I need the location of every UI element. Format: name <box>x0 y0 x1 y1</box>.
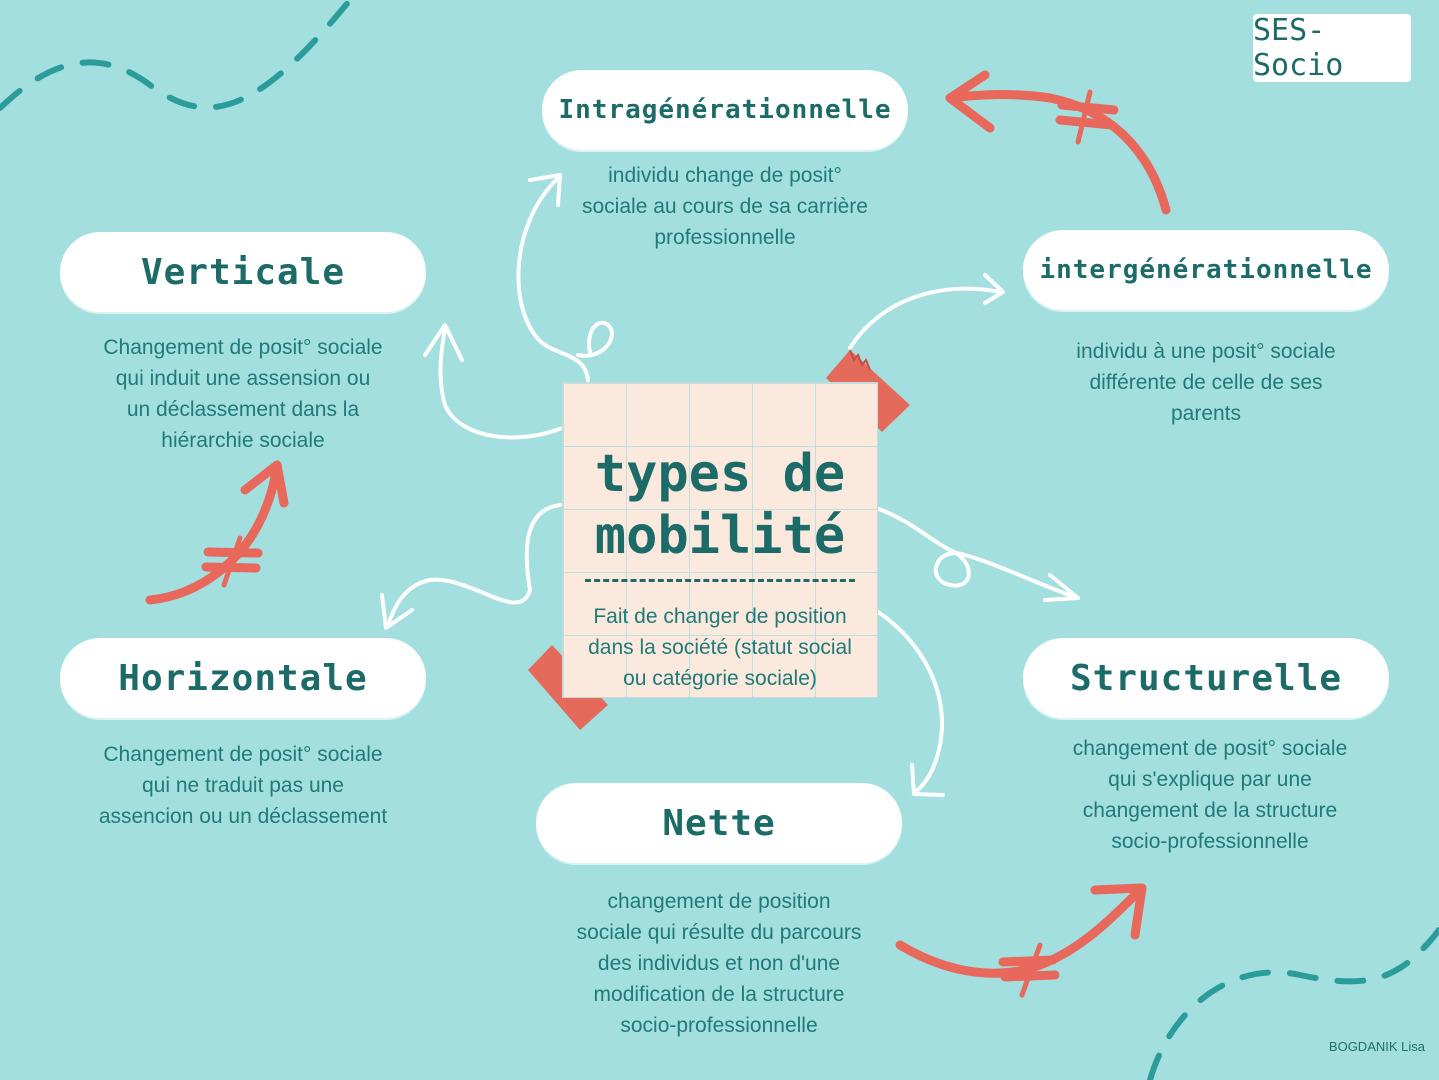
node-structurelle-label: Structurelle <box>1069 657 1343 699</box>
node-intergenerationnelle-label: intergénérationnelle <box>1039 255 1373 285</box>
center-separator <box>585 579 855 582</box>
center-title: types de mobilité <box>594 444 846 566</box>
node-verticale-label: Verticale <box>140 251 346 293</box>
node-horizontale-label: Horizontale <box>118 657 368 699</box>
node-nette: Nette <box>536 783 902 863</box>
arrow-to-verticale <box>438 328 564 440</box>
author-credit: BOGDANIK Lisa <box>1328 1039 1425 1054</box>
node-nette-label: Nette <box>662 802 776 844</box>
arrow-to-intra <box>516 176 590 382</box>
subject-tag: SES-Socio <box>1253 13 1411 83</box>
node-intergenerationnelle-description: individu à une posit° sociale différente… <box>1076 340 1336 425</box>
center-definition: Fait de changer de position dans la soci… <box>588 605 852 690</box>
arrow-to-inter <box>848 286 1002 350</box>
node-horizontale: Horizontale <box>60 638 426 718</box>
node-verticale-description: Changement de posit° sociale qui induit … <box>103 336 383 452</box>
node-intragenerationnelle-label: Intragénérationnelle <box>558 95 892 125</box>
arrow-to-nette <box>876 610 944 794</box>
node-horizontale-description: Changement de posit° sociale qui ne trad… <box>98 743 388 828</box>
red-arrow-horizontale-verticale <box>145 463 281 605</box>
node-structurelle-description: changement de posit° sociale qui s'expli… <box>1072 737 1348 853</box>
node-structurelle: Structurelle <box>1023 638 1389 718</box>
decor-dashed-curve-top <box>0 0 353 111</box>
center-note: types de mobilité Fait de changer de pos… <box>562 382 878 698</box>
arrow-to-structurelle <box>874 506 1077 599</box>
node-intragenerationnelle-description: individu change de posit° sociale au cou… <box>582 164 868 249</box>
node-verticale: Verticale <box>60 232 426 312</box>
node-nette-description: changement de position sociale qui résul… <box>576 890 862 1037</box>
arrow-to-horizontale <box>386 503 562 627</box>
red-arrow-inter-intra <box>945 90 1171 215</box>
node-intergenerationnelle: intergénérationnelle <box>1023 230 1389 310</box>
decor-dashed-curve-bottom <box>1147 927 1439 1080</box>
node-intragenerationnelle: Intragénérationnelle <box>542 70 908 150</box>
